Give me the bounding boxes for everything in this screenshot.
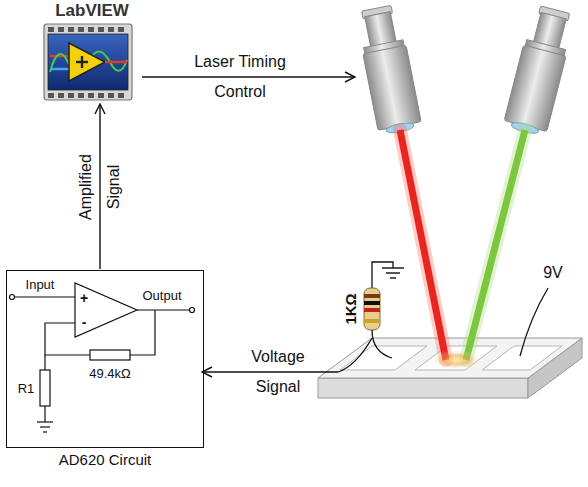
laser-beams — [430, 350, 482, 370]
amplifier-schematic — [75, 283, 137, 337]
voltage-arrow — [202, 371, 338, 372]
red-laser — [355, 4, 423, 136]
resistor-symbol — [386, 272, 400, 273]
pin-sign: - — [82, 314, 87, 330]
signal-name: Output — [142, 288, 181, 303]
resistor-symbol — [364, 288, 380, 330]
labview-icon — [48, 34, 128, 90]
amplifier-schematic — [43, 431, 47, 432]
amplifier-schematic — [137, 309, 190, 310]
laser-beams — [400, 130, 446, 360]
resistor-value: 49.4kΩ — [89, 366, 131, 381]
film-hole — [108, 27, 114, 32]
amplifier-schematic — [14, 296, 75, 297]
arrow-label: Laser Timing Control — [180, 47, 300, 107]
pin-sign: + — [80, 290, 88, 306]
amplifier-schematic — [10, 295, 15, 300]
signal-arrow — [99, 104, 100, 269]
resistor-symbol — [364, 294, 380, 298]
film-hole — [78, 93, 84, 98]
resistor-symbol — [382, 267, 404, 268]
labview-icon — [44, 24, 132, 100]
film-hole — [58, 93, 64, 98]
amplifier-schematic — [10, 283, 195, 432]
amplifier-schematic — [37, 421, 53, 422]
sensor-chip — [318, 338, 582, 378]
labview-icon — [105, 61, 127, 64]
labview-icon — [44, 24, 132, 100]
laser-beams — [400, 130, 525, 370]
amplifier-schematic — [130, 310, 155, 355]
chip-wires — [372, 330, 392, 358]
chip-wires — [520, 288, 548, 356]
signal-name: Input — [26, 277, 55, 292]
resistor-symbol — [364, 301, 380, 305]
film-hole — [118, 93, 124, 98]
film-hole — [68, 27, 74, 32]
amplifier-schematic — [40, 370, 50, 406]
arrow-label: Voltage Signal — [236, 342, 320, 402]
sensor-chip — [415, 346, 497, 370]
node-title: LabVIEW — [38, 2, 146, 21]
laser-beams — [400, 130, 446, 360]
software-node: LabVIEW — [38, 2, 146, 102]
part-name: R1 — [18, 381, 35, 396]
labview-icon — [81, 56, 83, 68]
resistor-symbol — [372, 262, 393, 290]
green-laser — [503, 4, 577, 137]
sensor-chip — [318, 378, 528, 398]
amplifier-schematic — [44, 355, 45, 370]
labview-icon — [69, 43, 105, 81]
film-hole — [88, 93, 94, 98]
film-hole — [108, 93, 114, 98]
labview-icon — [50, 68, 70, 71]
film-hole — [98, 93, 104, 98]
laser-beams — [466, 130, 525, 360]
laser-beams — [466, 130, 525, 360]
chip-wires — [338, 288, 548, 372]
sensor-chip — [340, 346, 427, 370]
timing-arrow — [142, 76, 355, 77]
film-hole — [98, 27, 104, 32]
film-hole — [88, 27, 94, 32]
resistor-symbol — [364, 319, 380, 323]
film-hole — [68, 93, 74, 98]
film-hole — [78, 27, 84, 32]
arrow-label: Amplified Signal — [72, 144, 128, 229]
resistor-symbol — [390, 277, 396, 278]
amplifier-schematic — [40, 426, 50, 427]
film-hole — [58, 27, 64, 32]
supply-voltage: 9V — [543, 264, 563, 282]
red-laser — [363, 45, 421, 130]
amplifier-schematic — [44, 406, 45, 422]
box-caption: AD620 Circuit — [7, 452, 203, 469]
labview-icon — [50, 55, 70, 58]
resistor-value: 1KΩ — [342, 293, 359, 324]
green-laser — [504, 45, 566, 131]
film-hole — [118, 27, 124, 32]
amplifier-schematic — [90, 350, 130, 360]
amplifier-schematic — [190, 308, 195, 313]
film-hole — [48, 93, 54, 98]
resistor-symbol — [364, 262, 404, 330]
resistor-symbol — [364, 308, 380, 312]
film-hole — [48, 27, 54, 32]
chip-wires — [338, 338, 372, 372]
